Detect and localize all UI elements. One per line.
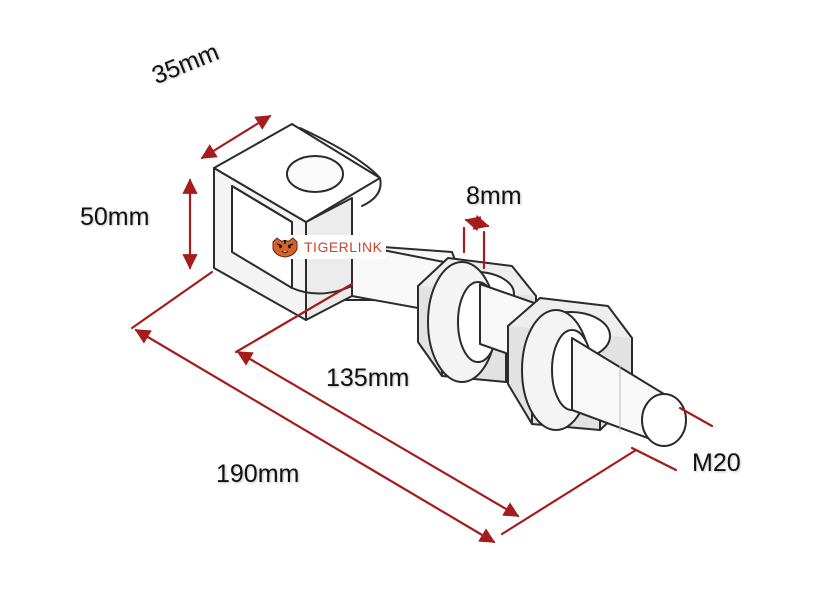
dim-35mm-line (200, 114, 272, 160)
thread-length-label: 135mm (326, 364, 410, 392)
brand-name: TIGERLINK (304, 239, 383, 255)
dim-190mm-line (134, 328, 496, 544)
dim-190mm-ext (130, 270, 214, 330)
dim-end-ext (500, 448, 638, 536)
bolt-outline (213, 123, 687, 447)
height-label: 50mm (80, 203, 150, 231)
dim-8mm-line (464, 214, 490, 232)
tiger-head-icon (272, 237, 298, 258)
thread-size-label: M20 (692, 449, 741, 477)
dim-m20-leader-bottom (630, 446, 678, 472)
overall-length-label: 190mm (216, 460, 300, 488)
dimension-lines (130, 114, 714, 544)
dim-m20-leader-top (678, 406, 714, 428)
nut-thickness-label: 8mm (466, 182, 522, 210)
brand-logo: TIGERLINK (268, 235, 387, 259)
